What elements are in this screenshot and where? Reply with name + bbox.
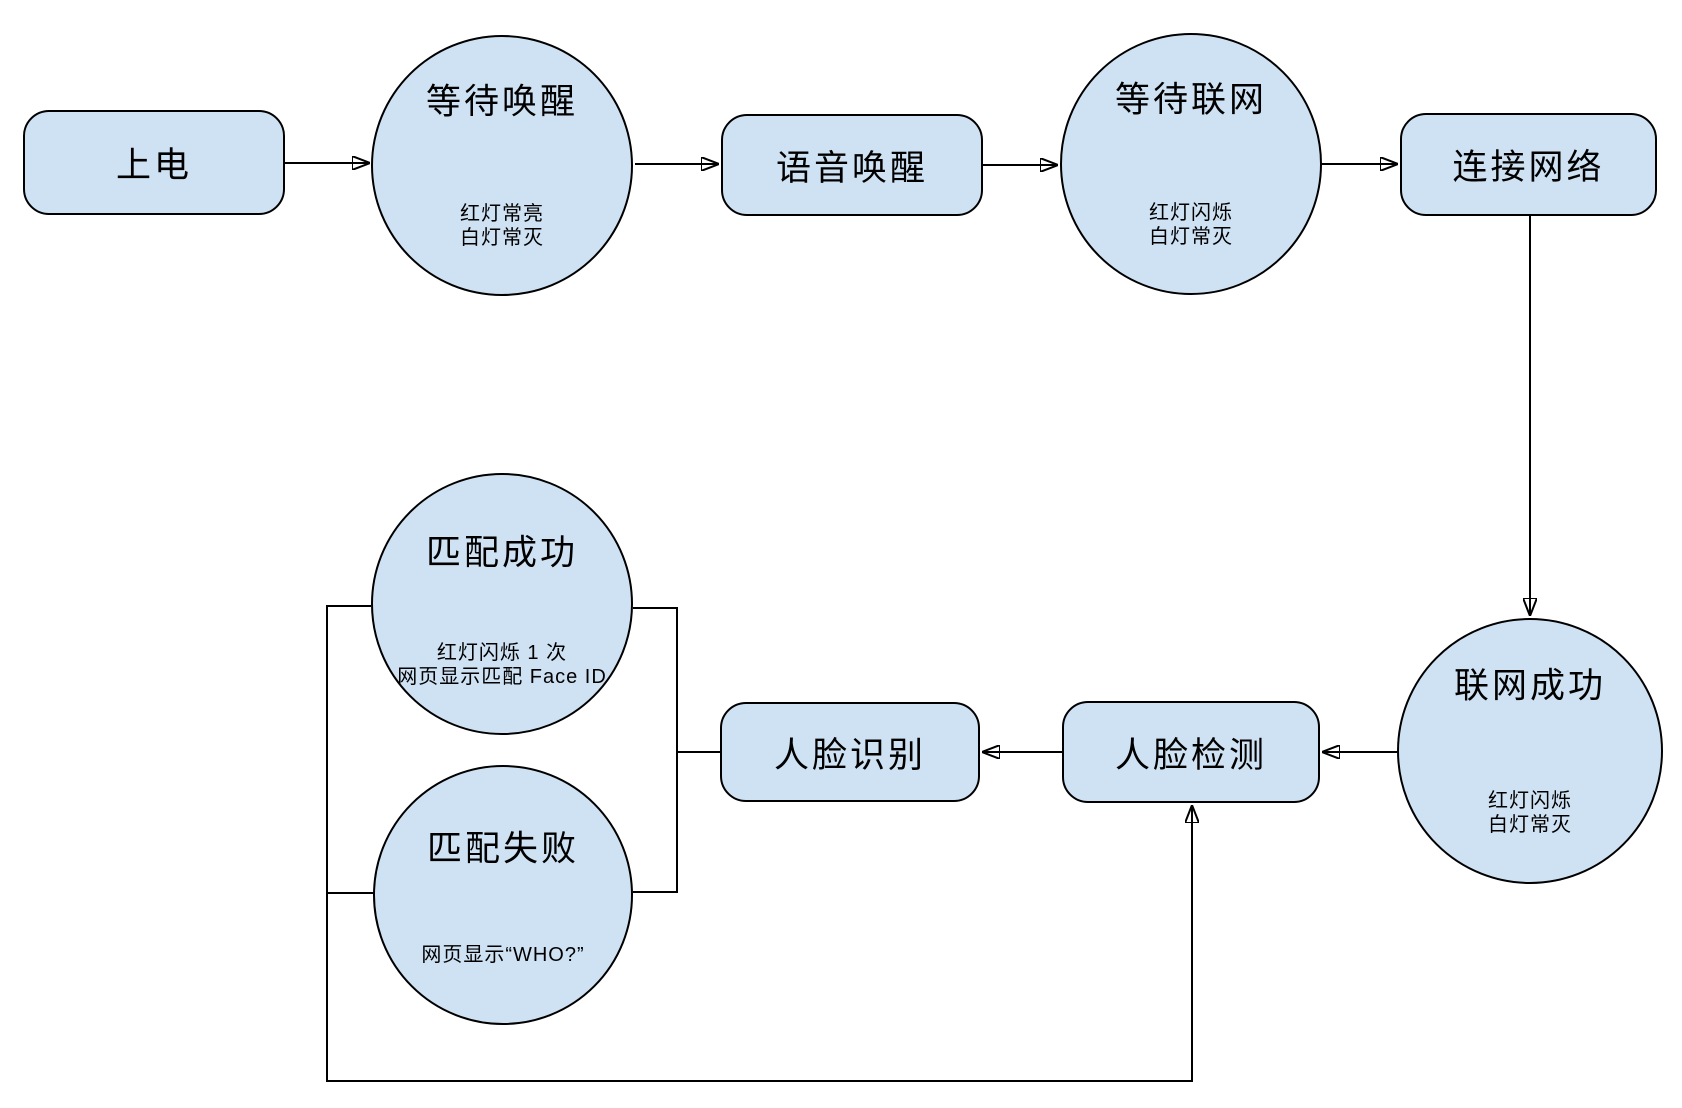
node-notes: 红灯闪烁 白灯常灭 [1399, 789, 1661, 837]
node-notes: 红灯闪烁 白灯常灭 [1062, 201, 1320, 249]
node-title: 人脸检测 [1114, 735, 1267, 775]
node-notes: 红灯常亮 白灯常灭 [373, 202, 631, 250]
node-match-success[interactable]: 匹配成功 红灯闪烁 1 次 网页显示匹配 Face ID [371, 473, 633, 735]
node-connect-network[interactable]: 连接网络 [1400, 113, 1657, 216]
node-title: 等待联网 [1114, 80, 1267, 120]
node-title: 匹配失败 [426, 829, 579, 869]
node-wait-wake[interactable]: 等待唤醒 红灯常亮 白灯常灭 [371, 35, 633, 296]
note-line: 网页显示“WHO?” [421, 944, 585, 967]
edge-bracket-match-results [633, 607, 721, 893]
note-line: 网页显示匹配 Face ID [397, 665, 607, 688]
node-title: 等待唤醒 [425, 82, 578, 122]
node-title: 语音唤醒 [775, 148, 928, 188]
node-title: 匹配成功 [425, 533, 578, 573]
node-match-fail[interactable]: 匹配失败 网页显示“WHO?” [373, 765, 633, 1025]
node-title: 连接网络 [1452, 148, 1605, 187]
node-title: 人脸识别 [773, 735, 926, 775]
note-line: 白灯常灭 [1488, 813, 1572, 836]
note-line: 红灯闪烁 [1488, 789, 1572, 812]
note-line: 红灯常亮 [460, 202, 544, 225]
note-line: 红灯闪烁 [1149, 201, 1233, 224]
node-title: 上电 [115, 146, 192, 185]
node-wait-network[interactable]: 等待联网 红灯闪烁 白灯常灭 [1060, 33, 1322, 295]
node-network-success[interactable]: 联网成功 红灯闪烁 白灯常灭 [1397, 618, 1663, 884]
note-line: 红灯闪烁 1 次 [436, 641, 568, 664]
node-face-detect[interactable]: 人脸检测 [1062, 701, 1320, 803]
node-notes: 网页显示“WHO?” [375, 943, 631, 967]
node-power-on[interactable]: 上电 [23, 110, 285, 215]
edge-loop-to-facedetect [326, 605, 1192, 1082]
note-line: 白灯常灭 [460, 226, 544, 249]
node-face-recognize[interactable]: 人脸识别 [720, 702, 980, 802]
node-voice-wake[interactable]: 语音唤醒 [721, 114, 983, 216]
node-notes: 红灯闪烁 1 次 网页显示匹配 Face ID [373, 641, 631, 689]
node-title: 联网成功 [1453, 666, 1606, 706]
note-line: 白灯常灭 [1149, 225, 1233, 248]
